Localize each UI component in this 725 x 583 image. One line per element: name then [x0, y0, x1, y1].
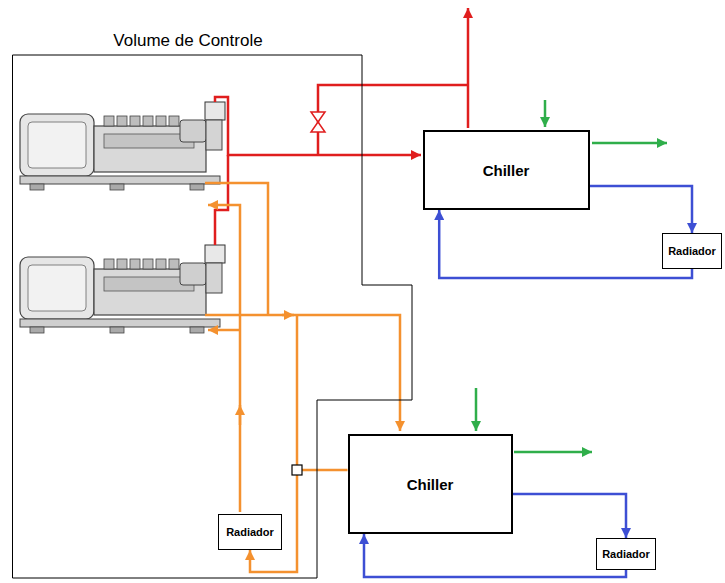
- box-label: Chiller: [483, 162, 530, 179]
- exhaust-outlet: [467, 8, 470, 128]
- hot-water-pipe: [205, 315, 400, 431]
- pipe-connector: [590, 186, 693, 233]
- flow-arrow: [282, 314, 294, 317]
- flow-arrow: [239, 405, 242, 425]
- box-label: Radiador: [226, 526, 274, 538]
- equipment-box: Radiador: [596, 538, 656, 570]
- equipment-box: Chiller: [348, 434, 513, 534]
- box-label: Radiador: [668, 245, 716, 257]
- return-pipe: [208, 329, 240, 332]
- outlet-line: [514, 451, 592, 454]
- equipment-box: Radiador: [218, 514, 282, 550]
- equipment-box: Chiller: [423, 130, 590, 210]
- equipment-box: Radiador: [662, 233, 722, 269]
- valve-symbol: [311, 112, 325, 132]
- pipe-connector: [364, 534, 626, 577]
- engine-generator: [20, 102, 225, 190]
- inlet-line: [475, 388, 478, 431]
- engine-generator: [20, 245, 225, 333]
- outlet-line: [592, 142, 667, 145]
- box-label: Radiador: [602, 548, 650, 560]
- inlet-line: [544, 100, 547, 127]
- junction-symbol: [292, 465, 302, 475]
- hot-water-pipe: [205, 183, 268, 315]
- return-pipe: [208, 205, 240, 512]
- exhaust-pipe: [215, 155, 228, 245]
- box-label: Chiller: [407, 476, 454, 493]
- pipe-connector: [439, 210, 692, 278]
- region-heading: Volume de Controle: [12, 31, 364, 51]
- pipe-connector: [513, 494, 627, 538]
- bypass-pipe: [296, 315, 299, 465]
